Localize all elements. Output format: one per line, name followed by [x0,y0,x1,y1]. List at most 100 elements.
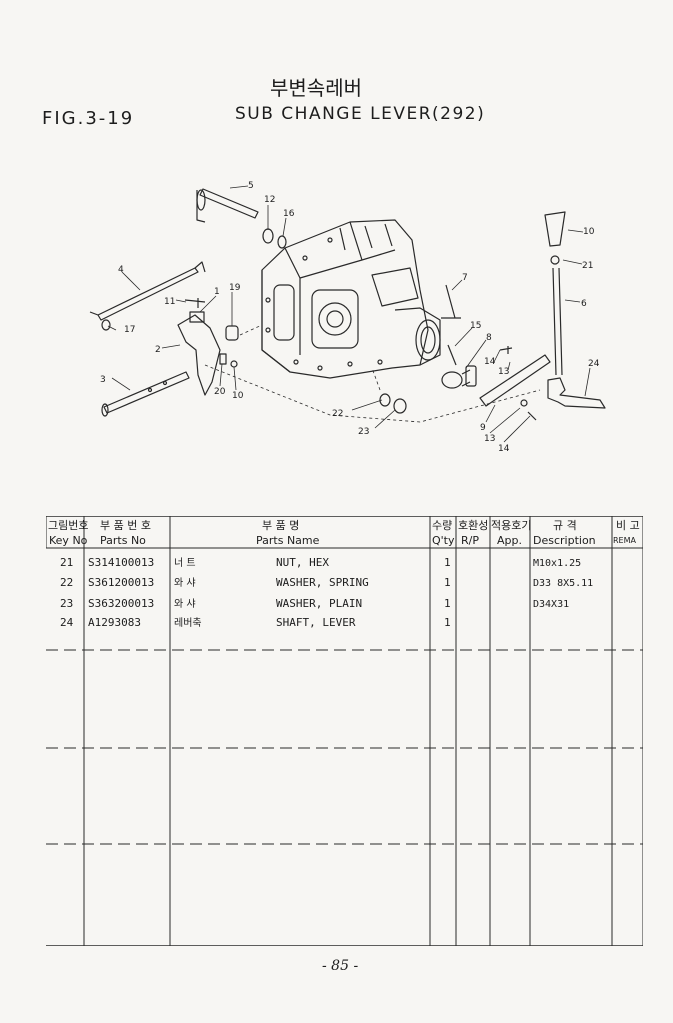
callout-11: 10 [232,391,244,401]
row-key: 22 [60,576,73,589]
part-4-rod [89,261,206,321]
row-part-no: S363200013 [88,597,154,610]
callout-16: 16 [283,209,295,219]
header-key-ko: 그림번호 [48,519,88,532]
title-korean: 부변속레버 [270,76,362,100]
part-14-pin-b [527,411,537,421]
callout-6: 6 [581,299,587,309]
callout-21: 21 [582,261,593,271]
callout-3: 3 [100,375,106,385]
callout-2: 2 [155,345,161,355]
part-11-pin [230,360,238,368]
part-2-fork [177,314,221,396]
header-app-en: App. [497,534,522,547]
header-app-ko: 적용호기 [491,519,531,532]
callout-8: 8 [486,333,492,343]
table-row: 21 S314100013 너 트 NUT, HEX 1 M10x1.25 [60,556,581,569]
title-english: SUB CHANGE LEVER(292) [235,104,486,124]
row-key: 23 [60,597,73,610]
row-name-ko: 레버축 [174,617,202,629]
row-name: WASHER, PLAIN [276,597,362,610]
callout-9: 9 [480,423,486,433]
row-qty: 1 [444,576,451,589]
callout-5: 5 [248,181,254,191]
table-row: 24 A1293083 레버축 SHAFT, LEVER 1 [60,616,451,629]
header-part-ko: 부 품 번 호 [100,519,151,532]
part-13-ring [262,228,274,244]
callout-22: 22 [332,409,343,419]
callout-19: 19 [229,283,241,293]
header-name-ko: 부 품 명 [262,519,299,532]
header-key-en: Key No [49,534,88,547]
row-name-ko: 와 샤 [174,577,196,589]
callout-17: 17 [124,325,135,335]
part-17-ring [101,319,111,331]
row-name: WASHER, SPRING [276,576,369,589]
part-15-pin [447,344,457,366]
part-22-washer [379,393,391,407]
header-rema-ko: 비 고 [616,519,640,532]
row-qty: 1 [444,556,451,569]
callout-20: 20 [214,387,226,397]
row-key: 24 [60,616,74,629]
part-8-lever [441,365,477,389]
row-key: 21 [60,556,73,569]
part-13-ring-b [520,399,528,407]
row-part-no: S361200013 [88,576,154,589]
callout-24: 24 [588,359,600,369]
callout-1: 1 [214,287,220,297]
header-name-en: Parts Name [256,534,320,547]
row-desc: D33 8X5.11 [533,578,593,589]
part-19-bushing [225,325,239,341]
header-part-en: Parts No [100,534,146,547]
part-7-bolt [441,284,461,319]
table-row: 23 S363200013 와 샤 WASHER, PLAIN 1 D34X31 [60,597,569,610]
part-16-ring [277,235,287,249]
header-qty-en: Q'ty [432,534,455,547]
part-12-bolt [184,298,206,308]
part-9-link [479,354,551,407]
header-rp-en: R/P [461,534,479,547]
header-desc-ko: 규 격 [553,519,577,532]
row-qty: 1 [444,616,451,629]
row-part-no: S314100013 [88,556,154,569]
page-number: - 85 - [322,958,359,974]
part-1-block [189,311,205,323]
parts-table: 그림번호 Key No 부 품 번 호 Parts No 부 품 명 Parts… [46,516,643,946]
part-21-nut [550,255,560,265]
part-24-shaft [547,377,606,409]
part-14-pin [499,346,513,354]
row-desc: M10x1.25 [533,558,581,569]
row-name: NUT, HEX [276,556,329,569]
header-rema-en: REMA [613,536,637,545]
callout-13-c: 13 [484,434,495,444]
transmission-housing [261,219,441,379]
part-20-pin [219,353,227,365]
callout-23: 23 [358,427,369,437]
callout-15: 15 [470,321,481,331]
row-name-ko: 너 트 [174,557,196,569]
figure-label: FIG.3-19 [42,108,135,129]
callout-13: 12 [264,195,275,205]
row-name: SHAFT, LEVER [276,616,356,629]
part-23-washer [393,398,407,414]
callout-10: 10 [583,227,595,237]
callout-7: 7 [462,273,468,283]
header-desc-en: Description [533,534,596,547]
part-6-lever-rod [552,267,563,376]
table-row: 22 S361200013 와 샤 WASHER, SPRING 1 D33 8… [60,576,593,589]
row-desc: D34X31 [533,599,569,610]
callout-14: 14 [484,357,496,367]
part-3-shaft [101,371,190,417]
part-10-knob [544,211,566,247]
exploded-parts-diagram: 5 12 16 4 11 1 19 17 2 3 20 10 7 15 8 14… [89,181,606,454]
header-rp-ko: 호환성 [458,519,488,532]
row-qty: 1 [444,597,451,610]
callout-13-b: 13 [498,367,509,377]
row-part-no: A1293083 [88,616,141,629]
callout-4: 4 [118,265,124,275]
part-5-shaft [196,188,259,223]
row-name-ko: 와 샤 [174,598,196,610]
header-qty-ko: 수량 [432,519,452,532]
callout-12: 11 [164,297,175,307]
